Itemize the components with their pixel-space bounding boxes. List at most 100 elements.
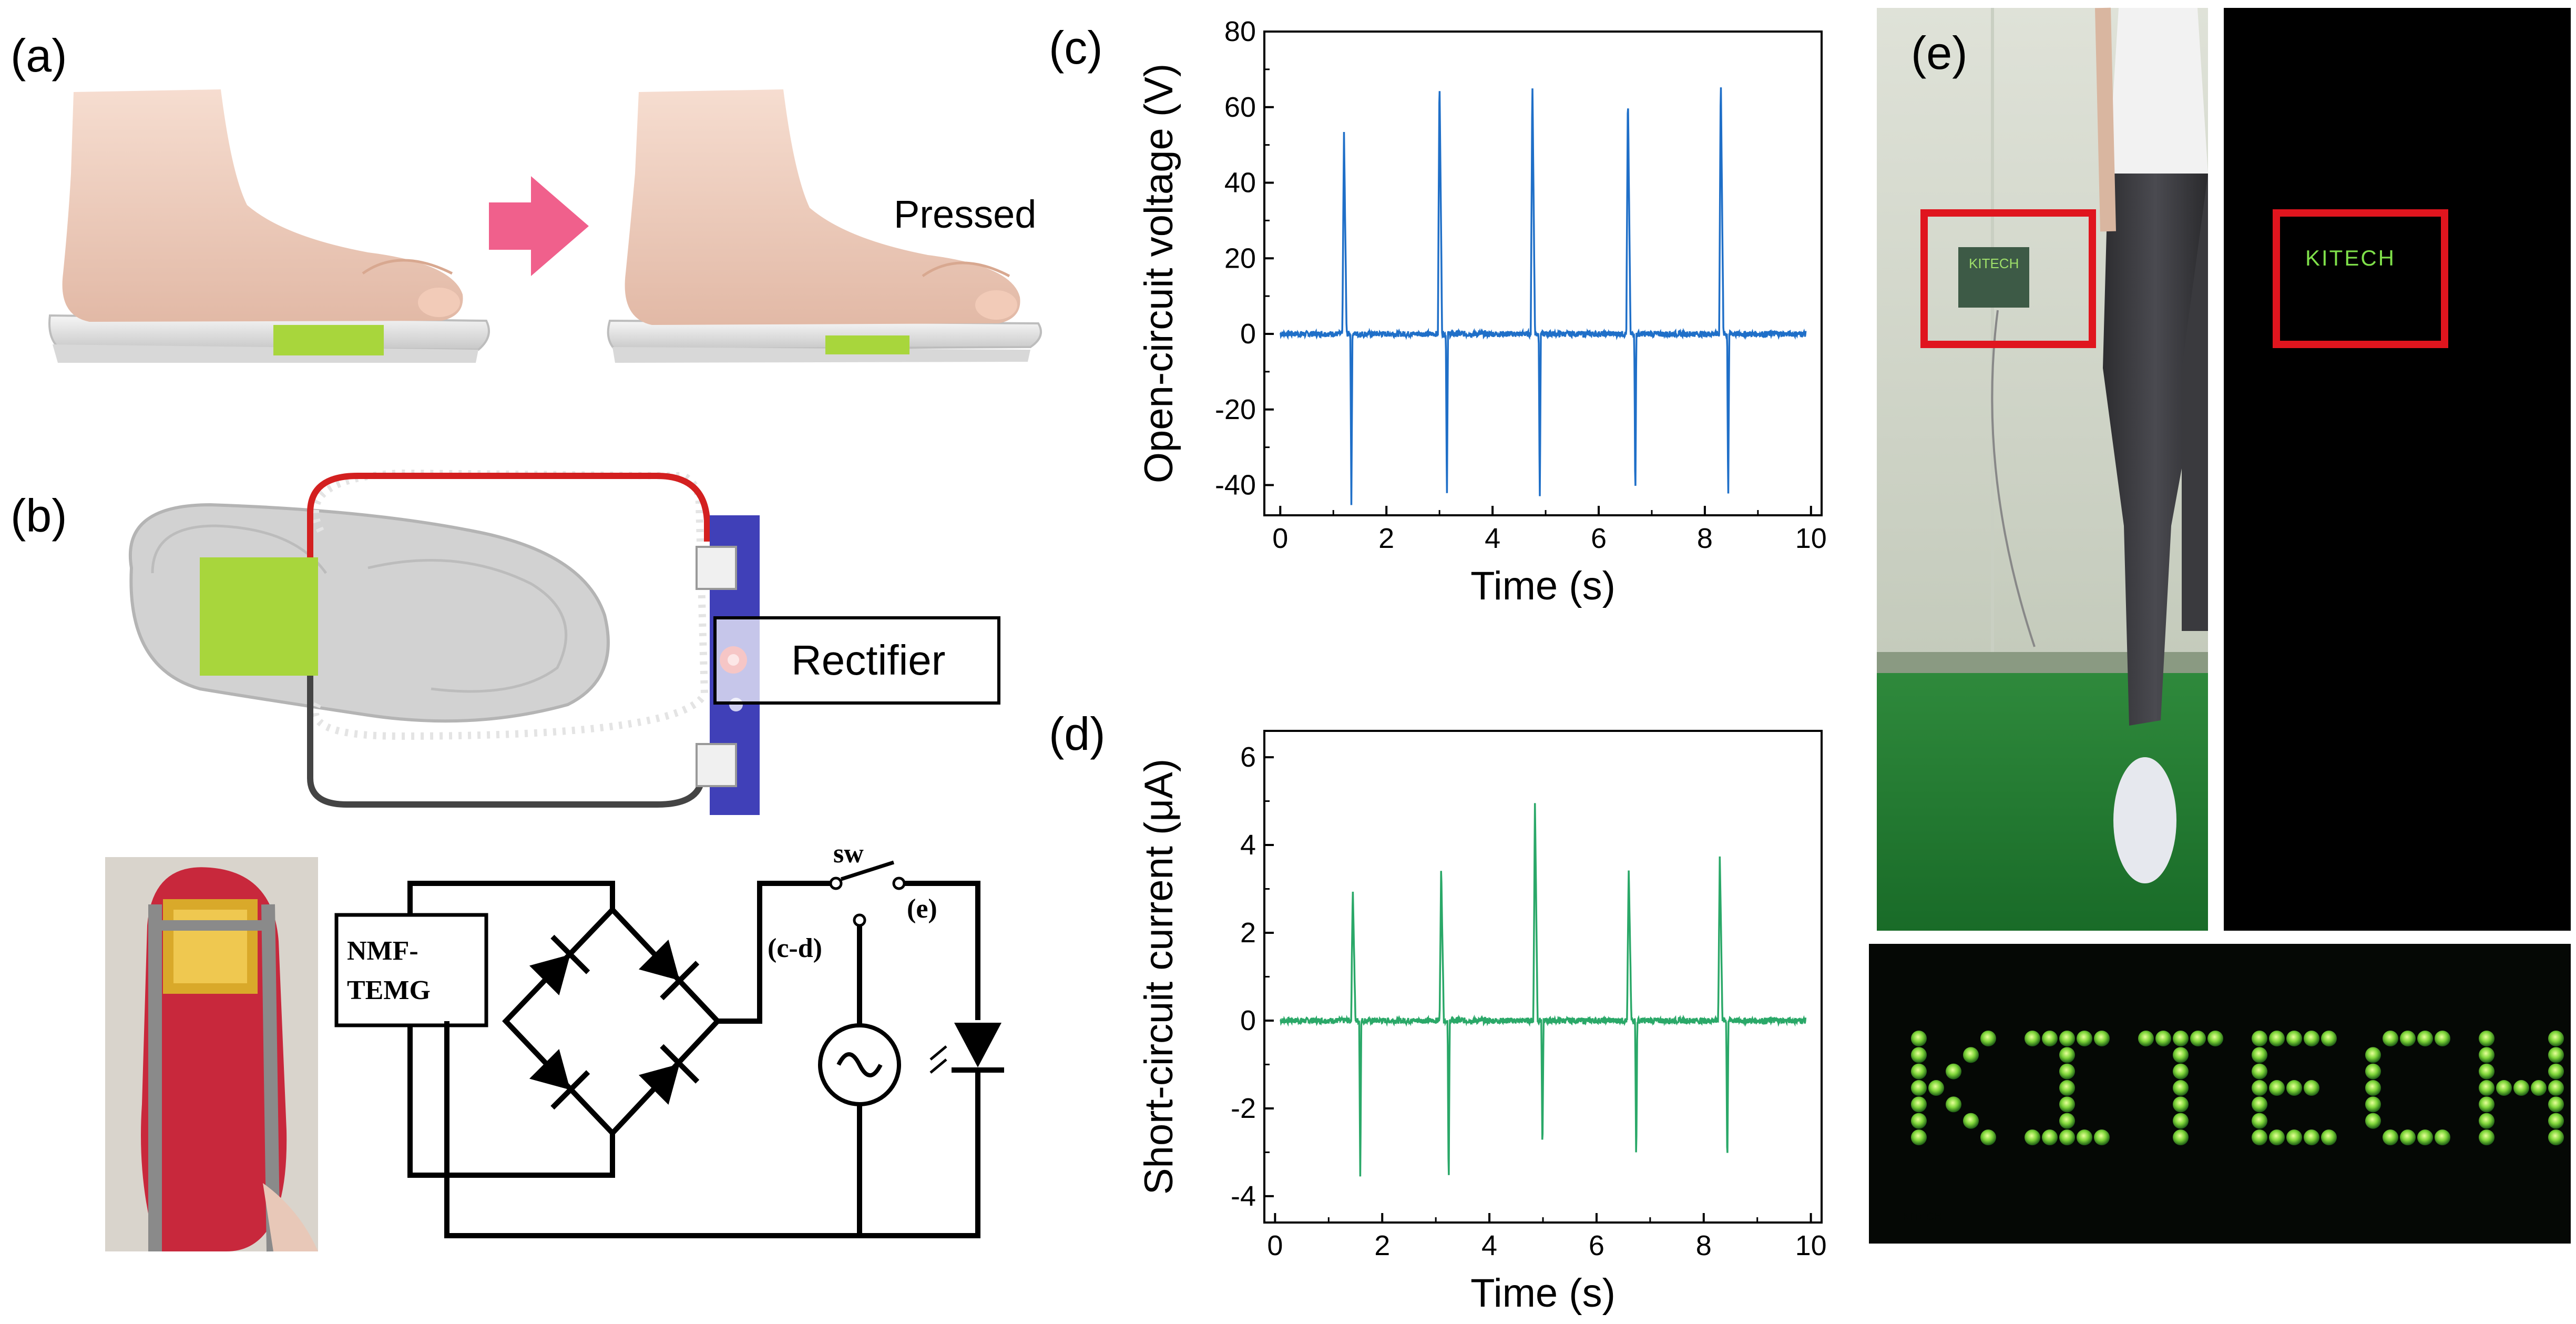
led-dot [1911, 1063, 1927, 1079]
led-dot [2173, 1031, 2189, 1046]
x-tick-label: 10 [1795, 523, 1827, 554]
node-cd-label: (c-d) [768, 933, 822, 963]
data-series-line [1279, 87, 1807, 505]
node-e-label: (e) [907, 894, 937, 924]
y-tick-label: -4 [1231, 1180, 1256, 1212]
led-dot [2286, 1031, 2302, 1046]
led-dot [2252, 1113, 2267, 1129]
led-dot [1946, 1096, 1961, 1113]
foot-relaxed [48, 89, 490, 363]
led-dot [2252, 1129, 2267, 1146]
panel-label-d: (d) [1049, 708, 1106, 760]
transition-arrow-icon [489, 176, 589, 276]
x-tick-label: 6 [1591, 523, 1607, 554]
led-dot [2025, 1031, 2040, 1046]
led-dot [2383, 1129, 2398, 1146]
led-dot [2155, 1031, 2171, 1046]
led-dot [2417, 1129, 2433, 1146]
led-dot [1911, 1113, 1927, 1129]
led-dot [2173, 1129, 2189, 1146]
led-dot [2531, 1080, 2547, 1096]
led-dot [2548, 1113, 2564, 1129]
led-dot [1928, 1080, 1944, 1096]
led-dot [2321, 1129, 2337, 1146]
y-axis-title: Open-circuit voltage (V) [1137, 64, 1181, 483]
highlight-box-photo [1920, 209, 2096, 348]
led-dot [2173, 1080, 2189, 1096]
diode-icon [638, 1044, 700, 1105]
led-dot [2435, 1129, 2450, 1146]
led-dot [2365, 1063, 2381, 1079]
led-dot [2365, 1080, 2381, 1096]
led-dot [2042, 1129, 2058, 1146]
y-tick-label: 0 [1240, 1005, 1256, 1036]
led-dot [2383, 1031, 2398, 1046]
led-dot [2094, 1031, 2110, 1046]
x-tick-label: 2 [1374, 1230, 1390, 1261]
y-tick-label: 6 [1240, 741, 1256, 773]
led-dot [2059, 1113, 2075, 1129]
diode-icon [638, 939, 700, 1001]
led-dot [2173, 1047, 2189, 1063]
led-display-text: KITECH [1903, 1211, 1941, 1223]
switch-contact-icon [829, 877, 843, 890]
device-label-line1: NMF- [347, 936, 418, 966]
highlight-box-dark [2273, 209, 2448, 348]
led-dot [2286, 1080, 2302, 1096]
led-dot [2365, 1113, 2381, 1129]
led-dot [2059, 1096, 2075, 1113]
led-dot [2173, 1063, 2189, 1079]
led-dot [2304, 1080, 2319, 1096]
led-dot [2479, 1031, 2495, 1046]
dark-photo [2224, 8, 2571, 931]
led-dot [2252, 1031, 2267, 1046]
y-tick-label: 0 [1240, 318, 1256, 350]
y-tick-label: 4 [1240, 829, 1256, 861]
x-tick-label: 6 [1589, 1230, 1604, 1261]
x-tick-label: 0 [1267, 1230, 1283, 1261]
panel-label-a: (a) [11, 29, 67, 82]
x-axis-title: Time (s) [1470, 1271, 1616, 1316]
led-dot [2252, 1063, 2267, 1079]
x-tick-label: 2 [1378, 523, 1394, 554]
panel-label-e: (e) [1911, 27, 1968, 79]
led-dot [2269, 1129, 2285, 1146]
y-tick-label: 80 [1224, 16, 1256, 47]
led-icon [929, 1023, 1004, 1074]
switch-label: sw [833, 839, 864, 869]
led-dot [2479, 1080, 2495, 1096]
led-dot [2400, 1129, 2416, 1146]
led-dot [1911, 1031, 1927, 1046]
panel-b-insole [128, 469, 760, 815]
y-tick-label: 20 [1224, 242, 1256, 274]
led-dot [1911, 1080, 1927, 1096]
led-dot [2365, 1096, 2381, 1113]
y-tick-label: -40 [1215, 470, 1256, 501]
led-dot [2548, 1047, 2564, 1063]
panel-label-b: (b) [11, 490, 67, 542]
led-dot [2059, 1063, 2075, 1079]
y-axis-title: Short-circuit current (μA) [1137, 759, 1181, 1195]
rectifier-label: Rectifier [791, 637, 945, 684]
led-dot [2269, 1031, 2285, 1046]
x-tick-label: 4 [1485, 523, 1500, 554]
panel-a [48, 89, 1042, 363]
led-dot [2059, 1047, 2075, 1063]
led-dot [1911, 1047, 1927, 1063]
circuit-diagram [334, 860, 980, 1238]
sensor-pad-pressed [825, 335, 909, 354]
led-dot [1963, 1047, 1979, 1063]
y-tick-label: -2 [1231, 1093, 1256, 1124]
diode-icon [529, 934, 590, 996]
x-tick-label: 8 [1697, 523, 1713, 554]
led-dot [2304, 1129, 2319, 1146]
device-label-line2: TEMG [347, 975, 431, 1005]
led-dot [2252, 1047, 2267, 1063]
led-dot [1980, 1031, 1996, 1046]
led-dot [2513, 1080, 2529, 1096]
insole-photo [105, 857, 318, 1252]
led-dot-matrix [1911, 1031, 2564, 1146]
led-dot [2059, 1031, 2075, 1046]
plot-frame [1263, 730, 1823, 1224]
